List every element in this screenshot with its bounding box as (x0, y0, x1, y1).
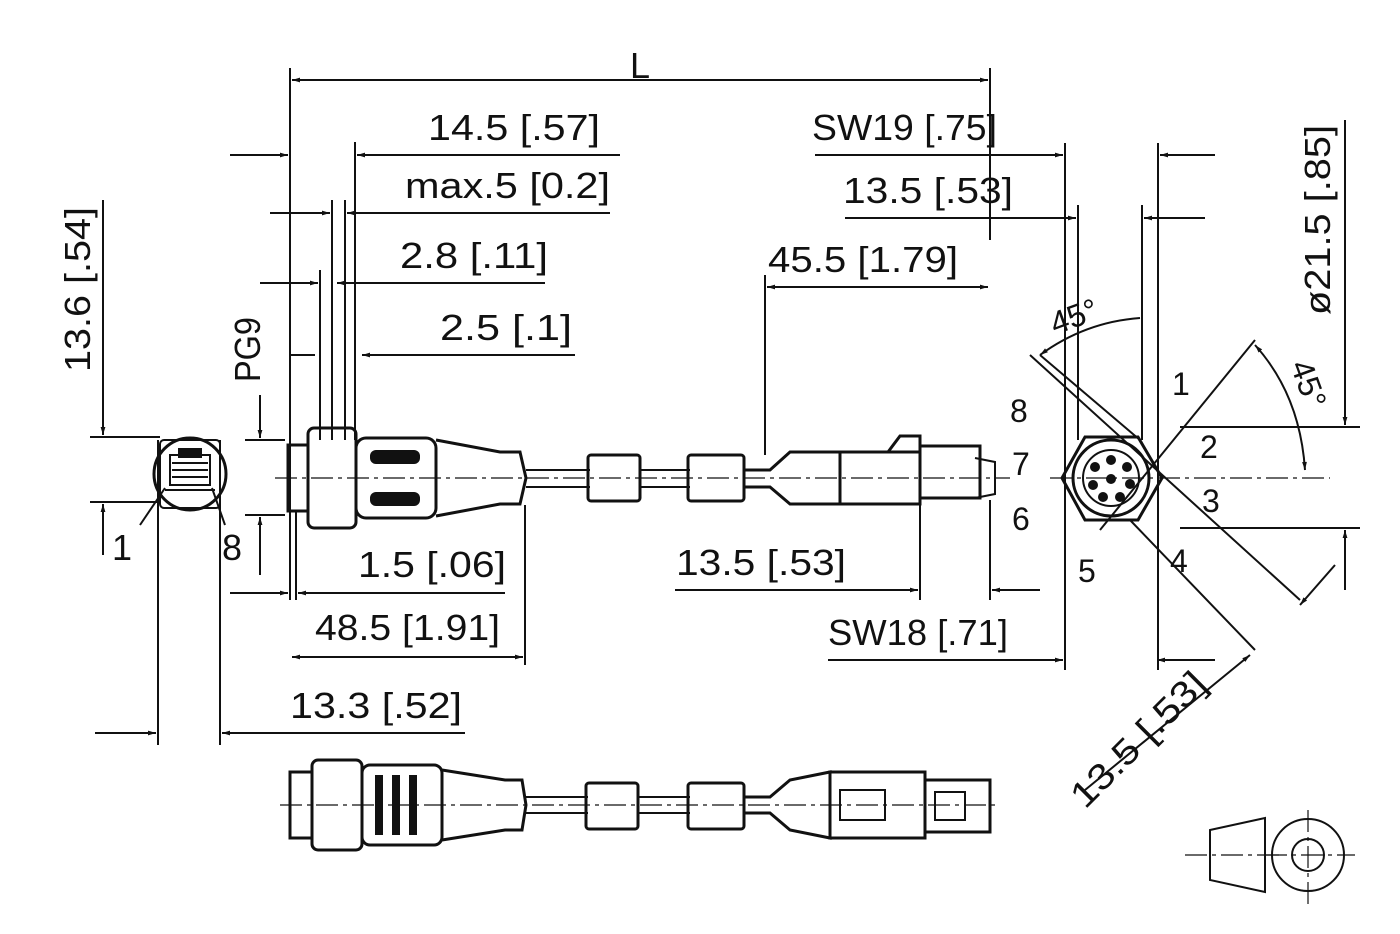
dimension-sw19: SW19 [.75] (812, 107, 1215, 670)
dimension-max5: max.5 [0.2] (270, 165, 610, 440)
dimension-45-5: 45.5 [1.79] (764, 239, 988, 455)
dimension-13-5-top: 13.5 [.53] (843, 170, 1205, 440)
cable-top-view (280, 758, 1000, 852)
dim-label: max.5 [0.2] (405, 165, 610, 206)
m12-pin-7: 7 (1012, 446, 1030, 482)
dim-label: 2.8 [.11] (400, 235, 548, 276)
dim-label: 1.5 [.06] (358, 544, 506, 585)
dimension-48-5: 48.5 [1.91] (292, 505, 526, 665)
m12-pin-2: 2 (1200, 429, 1218, 465)
dimension-13-3: 13.3 [.52] (95, 685, 465, 736)
dimension-2-8: 2.8 [.11] (260, 235, 548, 440)
dim-label: 13.3 [.52] (290, 685, 462, 726)
dimension-sw18: SW18 [.71] (828, 612, 1215, 663)
m12-pin-5: 5 (1078, 553, 1096, 589)
m12-pin-3: 3 (1202, 483, 1220, 519)
rj45-pin-8: 8 (222, 527, 242, 568)
dim-label: 13.5 [.53] (843, 170, 1013, 211)
dim-label: PG9 (227, 317, 268, 382)
dim-label-L: L (630, 45, 650, 86)
m12-pin-8: 8 (1010, 393, 1028, 429)
dim-label: 13.5 [.53] (1062, 663, 1215, 816)
cone-view-symbol (1185, 810, 1355, 905)
dim-label: SW18 [.71] (828, 612, 1008, 653)
dimension-14-5: 14.5 [.57] (230, 107, 620, 440)
dim-label: ø21.5 [.85] (1297, 125, 1338, 315)
m12-front-view: 1 2 3 4 5 6 7 8 45° 45° (1010, 291, 1334, 651)
m12-pin-4: 4 (1170, 543, 1188, 579)
cable-side-view (275, 426, 1010, 530)
dimension-1-5: 1.5 [.06] (230, 512, 506, 600)
angle-label-top: 45° (1045, 291, 1103, 341)
m12-pin-6: 6 (1012, 501, 1030, 537)
dimension-dia-21-5: ø21.5 [.85] (1180, 120, 1360, 590)
dim-label: 13.6 [.54] (57, 207, 98, 372)
dim-label: 14.5 [.57] (428, 107, 600, 148)
dim-label: 48.5 [1.91] (315, 607, 500, 648)
m12-pin-1: 1 (1172, 366, 1190, 402)
dimension-2-5: 2.5 [.1] (290, 307, 575, 358)
dim-label: 45.5 [1.79] (768, 239, 958, 280)
rj45-pin-1: 1 (112, 527, 132, 568)
dim-label: 13.5 [.53] (676, 542, 846, 583)
dimension-pg9: PG9 (227, 317, 285, 575)
dimension-13-5-diagonal: 13.5 [.53] (1062, 564, 1336, 816)
dim-label: SW19 [.75] (812, 107, 997, 148)
dim-label: 2.5 [.1] (440, 307, 572, 348)
dimension-13-6: 13.6 [.54] (57, 200, 160, 555)
rj45-front-view: 1 8 (112, 436, 242, 745)
dimension-13-5-bottom: 13.5 [.53] (675, 500, 1040, 600)
